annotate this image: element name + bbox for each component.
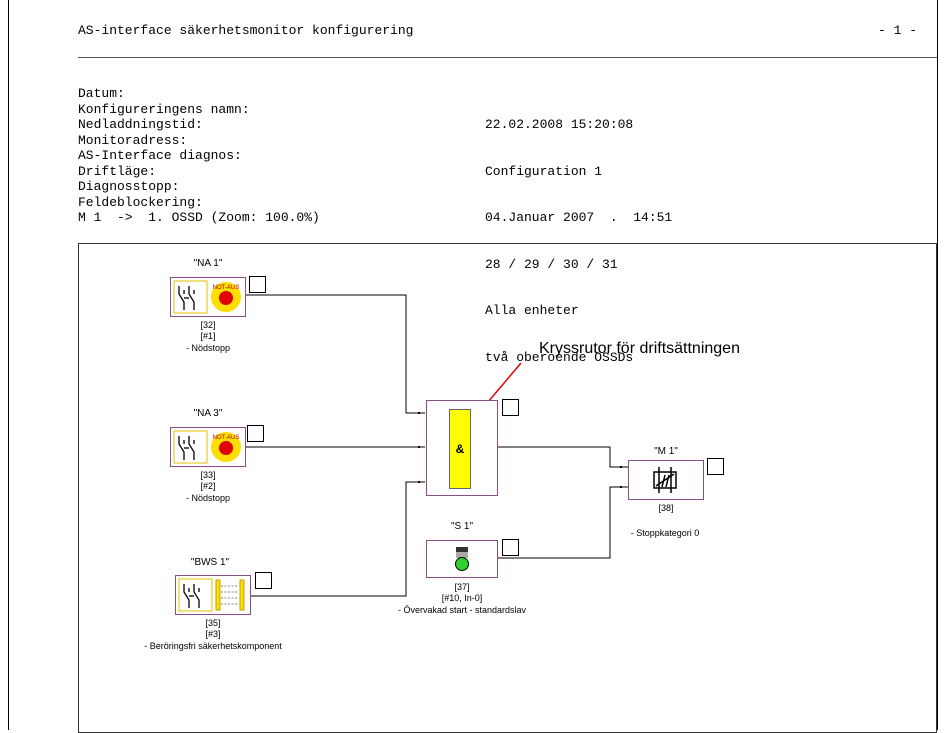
na3-name: "NA 3" — [193, 408, 223, 419]
na1-sub: [#1] — [200, 331, 216, 341]
bws1-desc: - Beröringsfri säkerhetskomponent — [144, 641, 282, 651]
info-value: Configuration 1 — [485, 163, 603, 179]
na3-block[interactable]: NOT-AUS — [170, 427, 246, 467]
page-number: - 1 - — [878, 23, 918, 38]
page-border-left — [8, 0, 9, 730]
bws1-checkbox[interactable] — [255, 572, 272, 589]
info-value: 28 / 29 / 30 / 31 — [485, 256, 618, 272]
info-value: två oberoende OSSDs — [485, 349, 634, 365]
info-label: Monitoradress: — [78, 132, 188, 148]
na3-sub: [#2] — [200, 481, 216, 491]
bws1-id: [35] — [205, 618, 221, 628]
svg-text:NOT-AUS: NOT-AUS — [213, 285, 240, 291]
s1-checkbox[interactable] — [502, 539, 519, 556]
bws1-block[interactable] — [175, 575, 251, 615]
na1-checkbox[interactable] — [249, 276, 266, 293]
pin-marker — [418, 446, 420, 448]
s1-id: [37] — [454, 582, 470, 592]
svg-text:NOT-AUS: NOT-AUS — [213, 435, 240, 441]
light-curtain-icon — [178, 578, 245, 612]
pin-marker — [620, 486, 622, 488]
wire-and-m1 — [498, 446, 628, 468]
bws1-sub: [#3] — [205, 629, 221, 639]
na1-desc: - Nödstopp — [185, 343, 231, 353]
and-gate-checkbox[interactable] — [502, 399, 519, 416]
info-value: 04.Januar 2007 . 14:51 — [485, 210, 673, 225]
info-label: Datum: — [78, 86, 125, 101]
s1-desc: - Övervakad start - standardslav — [397, 605, 527, 615]
info-value: 22.02.2008 15:20:08 — [485, 117, 634, 132]
m1-id: [38] — [658, 503, 674, 513]
and-gate-block[interactable]: & — [426, 400, 498, 496]
wire-bws1-and — [250, 481, 425, 597]
na3-checkbox[interactable] — [247, 425, 264, 442]
wire-s1-m1 — [498, 486, 628, 559]
m1-checkbox[interactable] — [707, 458, 724, 475]
info-label: AS-Interface diagnos: — [78, 148, 242, 163]
circuit-line: M 1 -> 1. OSSD (Zoom: 100.0%) — [78, 210, 320, 225]
na1-name: "NA 1" — [193, 258, 223, 269]
annotation-label: Kryssrutor för driftsättningen — [539, 340, 740, 357]
info-label: Konfigureringens namn: — [78, 101, 250, 117]
wire-na1-and — [245, 294, 425, 414]
document-title: AS-interface säkerhetsmonitor konfigurer… — [78, 23, 414, 38]
na3-desc: - Nödstopp — [185, 493, 231, 503]
m1-name: "M 1" — [654, 446, 678, 457]
pin-marker — [418, 412, 420, 414]
na1-id: [32] — [200, 320, 216, 330]
m1-desc: - Stoppkategori 0 — [630, 528, 700, 538]
pin-marker — [620, 466, 622, 468]
s1-block[interactable] — [426, 540, 498, 578]
page-border-right — [937, 0, 938, 730]
info-label: Feldeblockering: — [78, 194, 203, 210]
header-divider — [78, 57, 937, 58]
s1-name: "S 1" — [450, 521, 474, 532]
pin-marker — [418, 481, 420, 483]
m1-block[interactable] — [628, 460, 704, 500]
info-values: 22.02.2008 15:20:08 Configuration 1 04.J… — [485, 86, 672, 474]
estop-switch-icon: NOT-AUS — [173, 280, 241, 314]
bws1-name: "BWS 1" — [190, 557, 230, 568]
na3-id: [33] — [200, 470, 216, 480]
info-label: Nedladdningstid: — [78, 117, 203, 132]
info-labels: Datum: Konfigureringens namn: Nedladdnin… — [78, 86, 320, 226]
s1-sub: [#10, In-0] — [441, 593, 483, 603]
start-button-icon — [455, 547, 469, 571]
info-label: Driftläge: — [78, 163, 157, 179]
and-gate-symbol: & — [449, 409, 471, 489]
info-label: Diagnosstopp: — [78, 179, 180, 194]
relay-icon — [653, 467, 677, 493]
na1-block[interactable]: NOT-AUS — [170, 277, 246, 317]
estop-switch-icon: NOT-AUS — [173, 430, 241, 464]
info-value: Alla enheter — [485, 303, 579, 318]
